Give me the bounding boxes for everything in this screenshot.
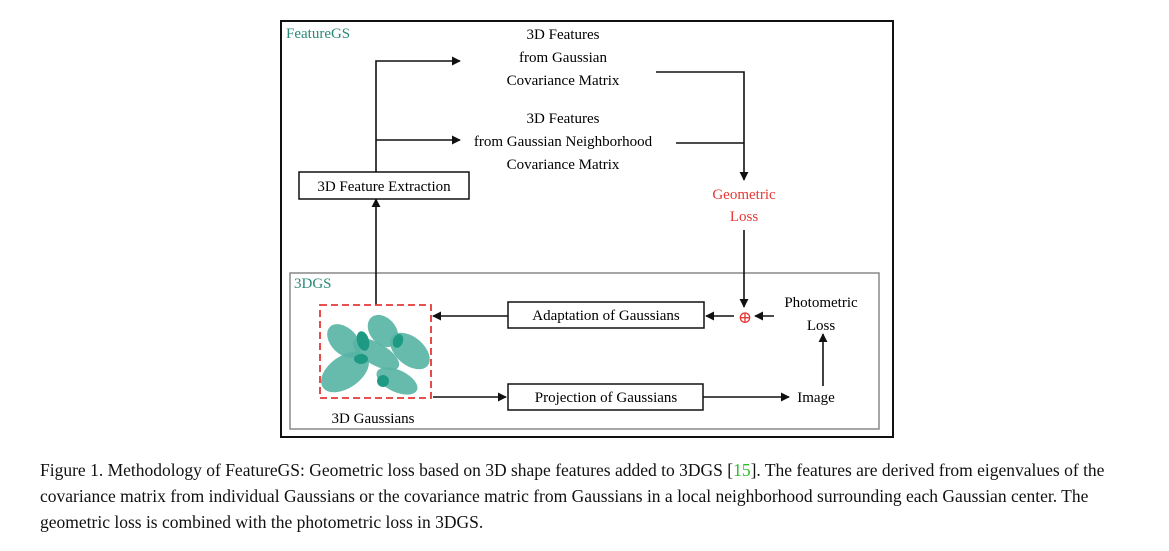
neighborhood-features-label: 3D Features from Gaussian Neighborhood C… [474,111,653,173]
geometric-loss-label: Geometric Loss [712,187,776,225]
svg-text:Loss: Loss [730,209,759,225]
projection-label: Projection of Gaussians [535,390,678,406]
feature-extraction-label: 3D Feature Extraction [317,179,451,195]
image-label: Image [797,390,835,406]
caption-text-end: ]. The features are derived from eigenva… [40,460,1105,532]
svg-text:3D Features: 3D Features [527,111,600,127]
flow-arrows [371,56,828,402]
photometric-loss-label: Photometric Loss [784,295,858,334]
svg-text:from Gaussian Neighborhood: from Gaussian Neighborhood [474,134,653,150]
svg-text:Loss: Loss [807,318,836,334]
3dgs-label: 3DGS [294,276,332,292]
projection-box [507,383,704,411]
svg-text:Geometric: Geometric [712,187,776,203]
svg-text:Covariance Matrix: Covariance Matrix [507,157,620,173]
gaussians-illustration [319,304,432,399]
adaptation-label: Adaptation of Gaussians [532,308,680,324]
svg-text:from Gaussian: from Gaussian [519,50,607,66]
featuregs-label: FeatureGS [286,26,350,42]
svg-text:Covariance Matrix: Covariance Matrix [507,73,620,89]
combine-symbol: ⊕ [738,308,752,327]
feature-extraction-box [298,171,470,200]
figure-caption: Figure 1. Methodology of FeatureGS: Geom… [40,457,1140,535]
citation-link[interactable]: 15 [733,460,751,480]
caption-text-start: Figure 1. Methodology of FeatureGS: Geom… [40,460,734,480]
3dgs-frame [289,272,880,430]
covariance-features-label: 3D Features from Gaussian Covariance Mat… [507,27,620,89]
svg-text:3D Features: 3D Features [527,27,600,43]
featuregs-frame [280,20,894,438]
svg-text:Photometric: Photometric [784,295,858,311]
featuregs-diagram: FeatureGS 3DGS 3D Features from Gaussian… [280,20,894,438]
gaussians-label: 3D Gaussians [332,411,415,427]
adaptation-box [507,301,705,329]
